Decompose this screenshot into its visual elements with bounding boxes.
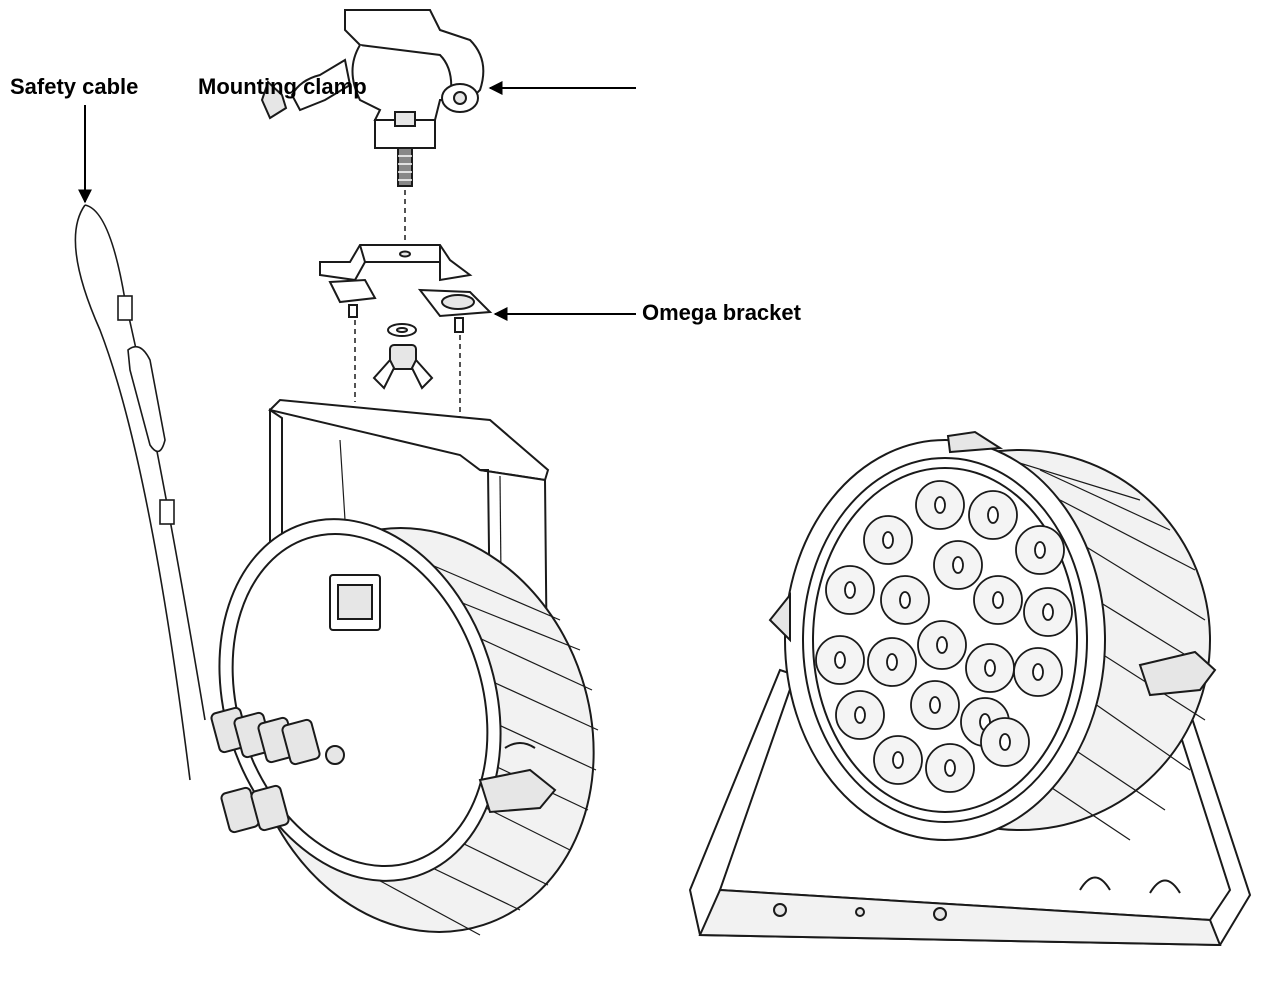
led-emitter: [834, 651, 846, 669]
led-emitter: [936, 636, 948, 654]
wing-nut: [372, 323, 434, 390]
led-emitter: [886, 653, 898, 671]
led-emitter: [892, 751, 904, 769]
led-emitter: [992, 591, 1004, 609]
led-emitter: [934, 496, 946, 514]
led-emitter: [882, 531, 894, 549]
led-emitter: [1034, 541, 1046, 559]
led-emitter: [854, 706, 866, 724]
led-emitter: [844, 581, 856, 599]
hanging-fixture: [210, 398, 599, 936]
mounting-clamp-label: Mounting clamp: [198, 74, 367, 99]
omega-bracket: [319, 244, 493, 333]
safety-cable: [74, 204, 206, 781]
led-emitter: [944, 759, 956, 777]
led-emitter: [984, 659, 996, 677]
led-emitter: [987, 506, 999, 524]
led-emitter: [929, 696, 941, 714]
safety-cable-label: Safety cable: [10, 74, 139, 99]
led-emitter: [952, 556, 964, 574]
led-emitter: [1032, 663, 1044, 681]
led-array: [815, 480, 1073, 793]
omega-bracket-label: Omega bracket: [642, 300, 801, 325]
led-emitter: [999, 733, 1011, 751]
led-emitter: [1042, 603, 1054, 621]
mounting-clamp: [260, 9, 485, 187]
led-emitter: [899, 591, 911, 609]
